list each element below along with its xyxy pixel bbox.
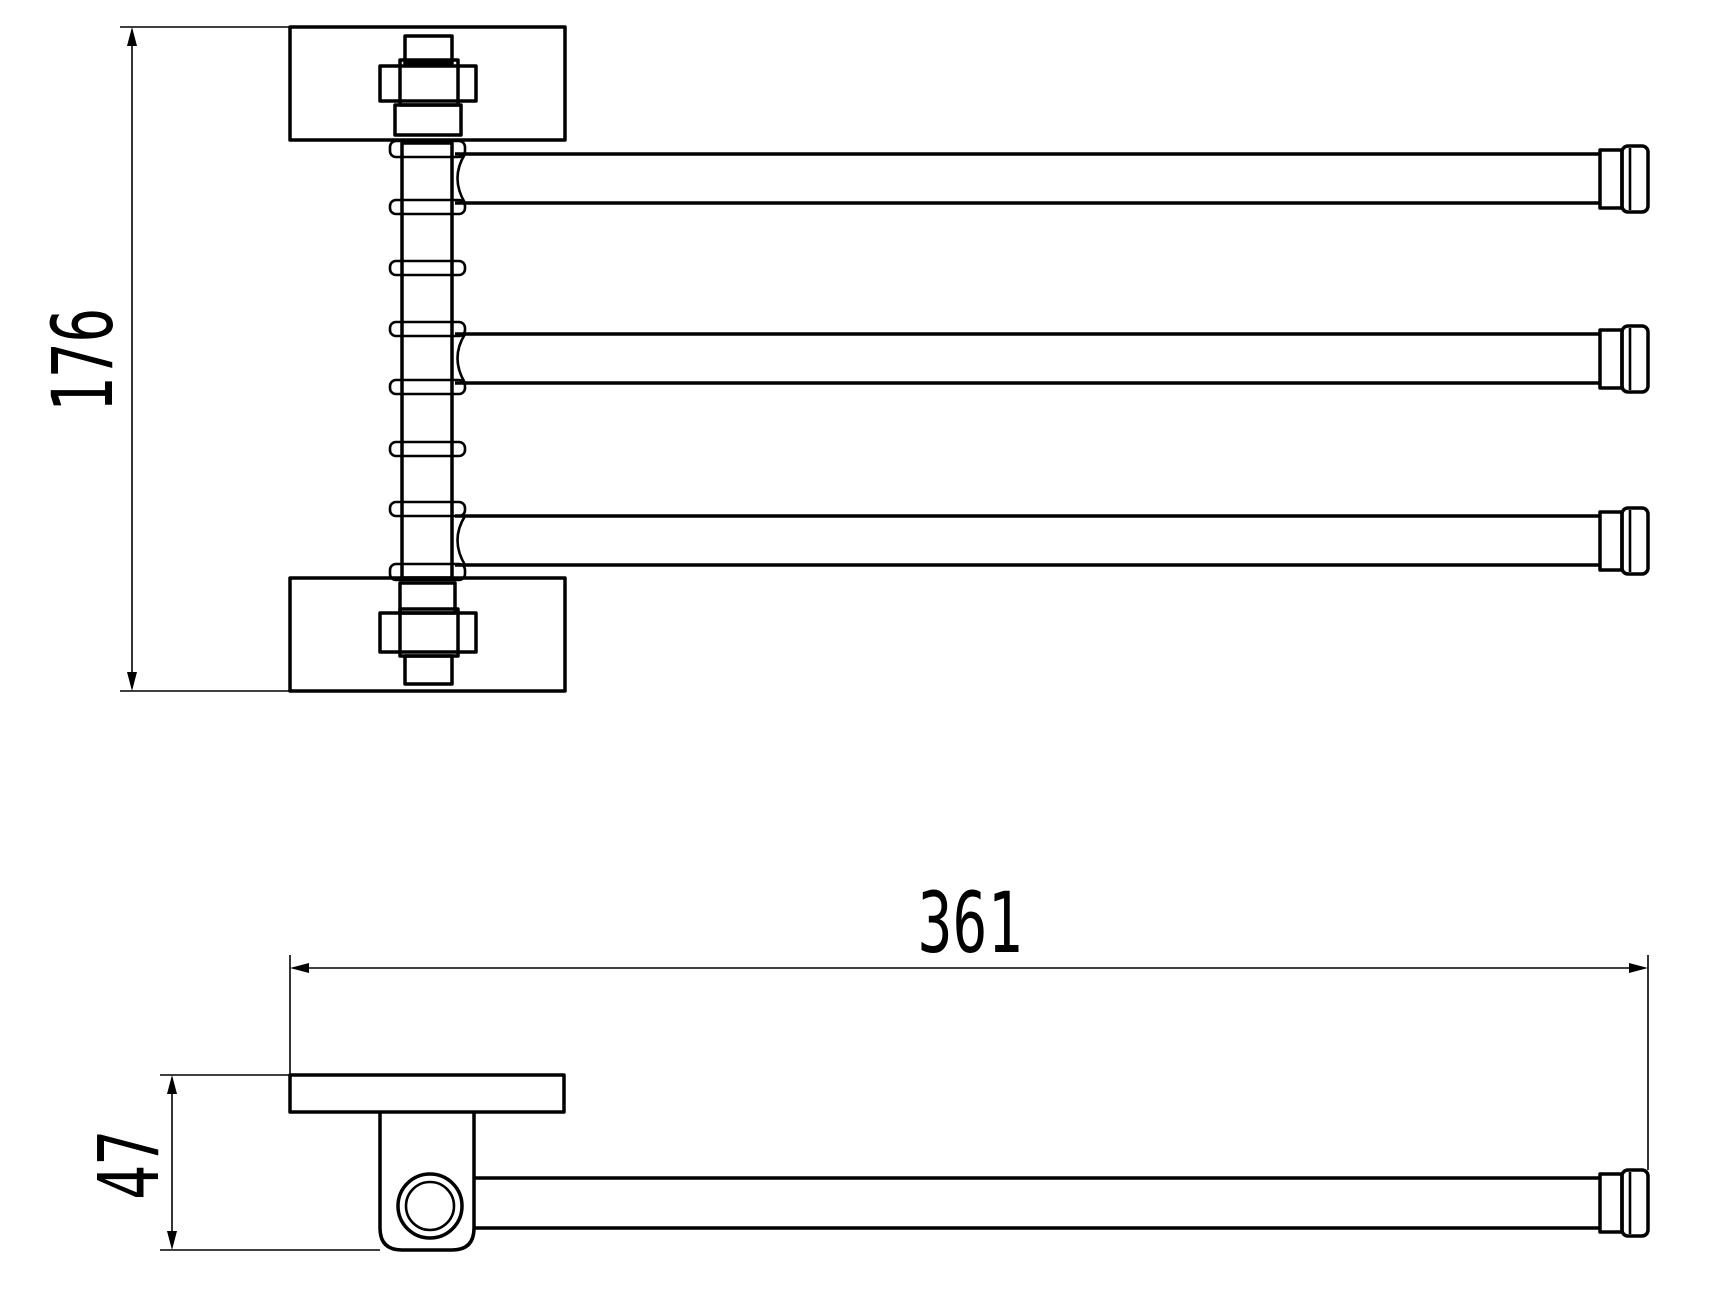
swivel-bracket: [378, 1112, 476, 1252]
height-dimension: 176: [35, 26, 290, 692]
side-swing-arm: [474, 1168, 1650, 1238]
swivel-ring-outer: [396, 1172, 464, 1240]
top-wall-plate: [288, 25, 567, 142]
top-view: 361 47: [81, 875, 1650, 1252]
swing-arm-3: [455, 506, 1650, 576]
swing-arm-1: [455, 144, 1650, 214]
arm-end-cap-3: [1598, 510, 1624, 572]
bottom-mounting-nut: [378, 581, 478, 686]
pivot-column: [388, 139, 467, 582]
height-dimension-label: 176: [35, 308, 133, 413]
length-dimension: 361: [289, 875, 1649, 1170]
arm-end-cap-2: [1598, 328, 1624, 390]
swivel-ring-inner: [404, 1180, 456, 1232]
side-arm-end-cap: [1598, 1172, 1624, 1234]
depth-dimension-label: 47: [81, 1130, 179, 1200]
side-wall-plate: [288, 1073, 566, 1114]
front-view: 176: [35, 25, 1650, 693]
length-dimension-label: 361: [918, 875, 1023, 973]
depth-dimension: 47: [81, 1074, 380, 1251]
swing-arm-2: [455, 324, 1650, 394]
top-mounting-nut: [378, 34, 478, 137]
arm-end-cap-1: [1598, 148, 1624, 210]
bottom-wall-plate: [288, 576, 567, 693]
